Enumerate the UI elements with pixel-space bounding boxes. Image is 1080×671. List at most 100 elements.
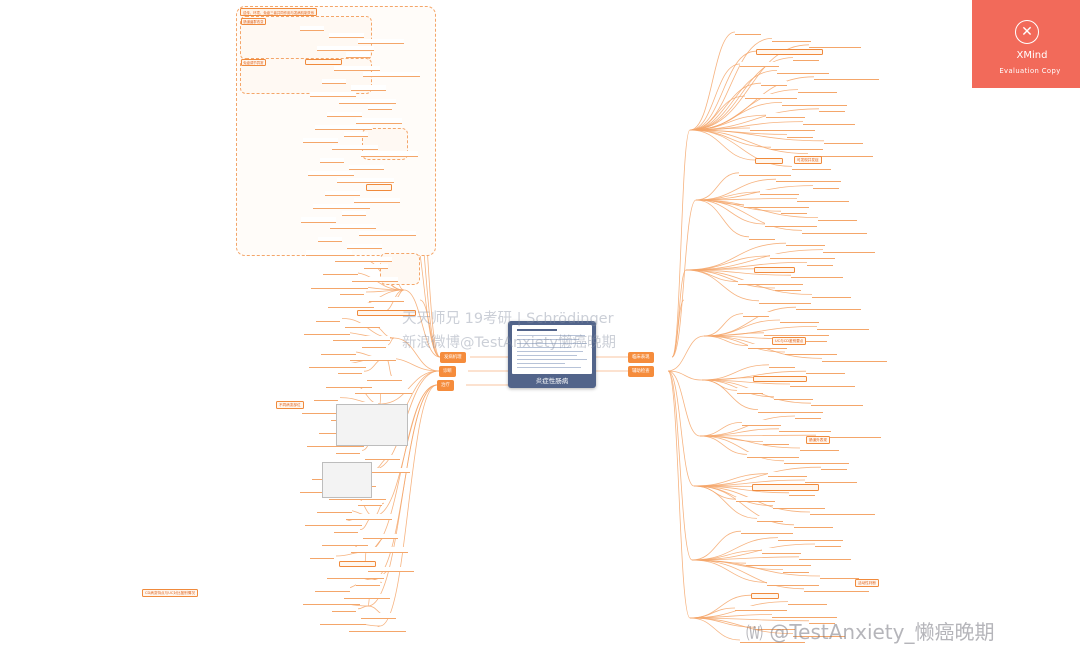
topic-node[interactable] [773, 504, 825, 509]
topic-node[interactable] [811, 401, 863, 406]
topic-node[interactable] [326, 382, 372, 387]
topic-node[interactable] [333, 336, 390, 341]
topic-node[interactable] [350, 356, 396, 361]
topic-node[interactable] [347, 244, 382, 249]
topic-node[interactable] [768, 472, 807, 477]
topic-node[interactable] [349, 627, 406, 632]
topic-node[interactable] [303, 138, 338, 143]
topic-node[interactable] [781, 209, 807, 214]
topic-node[interactable] [320, 158, 344, 163]
topic-node[interactable] [346, 52, 370, 57]
topic-node[interactable] [760, 190, 799, 195]
topic-node[interactable] [772, 36, 811, 41]
topic-node[interactable] [817, 324, 869, 329]
topic-node[interactable] [339, 99, 396, 104]
topic-node[interactable] [314, 396, 338, 401]
topic-node[interactable] [345, 323, 380, 328]
branch-exam[interactable]: 辅助检查 [628, 366, 654, 377]
topic-node[interactable] [793, 632, 845, 637]
topic-node[interactable] [330, 224, 376, 229]
topic-node[interactable] [755, 158, 783, 164]
topic-node[interactable] [799, 555, 851, 560]
topic-node[interactable] [756, 625, 795, 630]
topic-node[interactable] [361, 613, 396, 618]
topic-node[interactable] [308, 171, 354, 176]
topic-node[interactable] [774, 395, 813, 400]
topic-node[interactable] [313, 204, 370, 209]
topic-node[interactable] [778, 536, 843, 541]
topic-node[interactable] [334, 528, 358, 533]
topic-node[interactable] [754, 267, 795, 273]
topic-node[interactable] [338, 369, 362, 374]
topic-node[interactable] [738, 280, 803, 285]
topic-node[interactable] [824, 139, 863, 144]
topic-node[interactable] [767, 580, 819, 585]
topic-node[interactable] [795, 414, 821, 419]
topic-node[interactable] [339, 561, 376, 567]
topic-node[interactable] [809, 43, 861, 48]
topic-node[interactable] [366, 184, 392, 190]
topic-node[interactable] [750, 126, 815, 131]
topic-node[interactable] [789, 491, 815, 496]
topic-node[interactable] [365, 455, 400, 460]
topic-node[interactable] [309, 363, 366, 368]
topic-node[interactable] [818, 216, 857, 221]
topic-node[interactable] [340, 290, 364, 295]
topic-node[interactable] [765, 222, 817, 227]
topic-node[interactable] [814, 75, 879, 80]
topic-node[interactable] [316, 316, 340, 321]
topic-node[interactable] [745, 94, 797, 99]
topic-node[interactable] [823, 248, 875, 253]
topic-node[interactable] [770, 254, 835, 259]
topic-node[interactable] [740, 62, 779, 67]
topic-node[interactable] [743, 312, 769, 317]
topic-node[interactable] [367, 376, 402, 381]
topic-node[interactable] [819, 107, 845, 112]
topic-node[interactable] [746, 561, 811, 566]
topic-node[interactable] [740, 638, 805, 643]
topic-node[interactable] [332, 145, 378, 150]
topic-node[interactable] [785, 350, 837, 355]
topic-node[interactable] [356, 118, 402, 123]
topic-node[interactable] [798, 88, 837, 93]
topic-node[interactable] [327, 574, 384, 579]
topic-node[interactable] [772, 612, 837, 617]
topic-node[interactable] [758, 408, 823, 413]
topic-node[interactable] [310, 554, 334, 559]
topic-node[interactable] [363, 534, 398, 539]
topic-node[interactable] [369, 297, 404, 302]
topic-node[interactable] [790, 382, 855, 387]
central-topic[interactable]: 炎症性肠病 [508, 321, 596, 388]
topic-node[interactable] [793, 56, 819, 61]
topic-node[interactable] [766, 113, 805, 118]
topic-node[interactable] [364, 264, 388, 269]
topic-node[interactable] [797, 196, 849, 201]
topic-node[interactable] [761, 81, 787, 86]
topic-node[interactable] [794, 523, 833, 528]
topic-node[interactable] [315, 587, 350, 592]
topic-node[interactable] [351, 547, 408, 552]
topic-node[interactable] [344, 132, 368, 137]
topic-node[interactable] [779, 427, 831, 432]
topic-node[interactable] [736, 497, 775, 502]
topic-node[interactable] [739, 171, 791, 176]
topic-node[interactable] [305, 521, 362, 526]
topic-node[interactable] [742, 420, 781, 425]
topic-node[interactable] [796, 305, 861, 310]
topic-node[interactable] [321, 349, 356, 354]
topic-node[interactable] [305, 59, 342, 65]
topic-node[interactable] [753, 376, 807, 382]
topic-node[interactable] [757, 516, 783, 521]
topic-node[interactable] [306, 250, 352, 255]
topic-node[interactable] [749, 235, 775, 240]
topic-node[interactable] [310, 92, 356, 97]
topic-node[interactable] [328, 303, 374, 308]
topic-node[interactable] [784, 459, 849, 464]
topic-node[interactable] [806, 369, 845, 374]
topic-node[interactable] [791, 273, 843, 278]
topic-node[interactable] [344, 594, 390, 599]
topic-node[interactable] [361, 151, 418, 156]
topic-node[interactable] [357, 310, 416, 316]
topic-node[interactable] [363, 72, 420, 77]
topic-node[interactable] [759, 299, 811, 304]
